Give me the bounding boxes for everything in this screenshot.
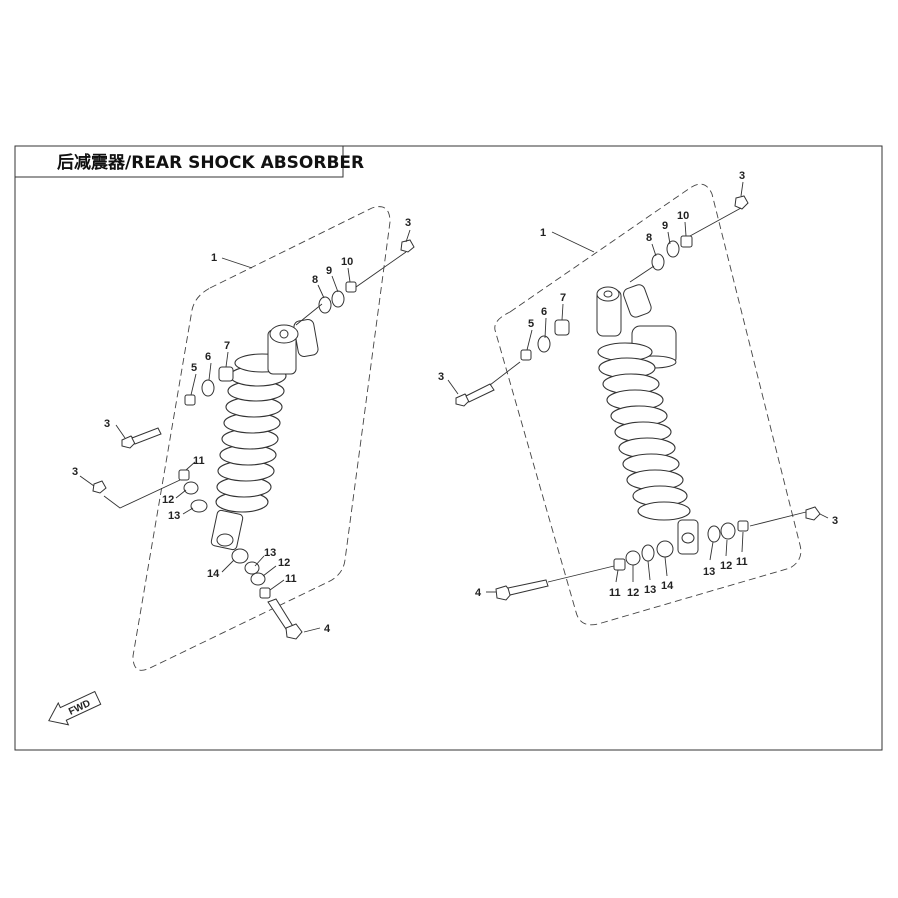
left-label-13-a: 13 <box>168 510 180 522</box>
right-part-12-b <box>625 550 641 566</box>
right-part-3-top <box>734 195 749 210</box>
right-part-6 <box>537 335 551 353</box>
diagram-frame <box>14 145 883 751</box>
left-label-1: 1 <box>211 252 217 264</box>
right-part-14 <box>656 540 674 558</box>
left-part-10 <box>345 281 357 293</box>
right-assembly <box>447 181 829 626</box>
title-box <box>15 145 344 178</box>
left-label-9: 9 <box>326 265 332 277</box>
fwd-arrow-icon <box>48 690 102 726</box>
right-lower-bolt <box>495 579 549 601</box>
left-label-13-b: 13 <box>264 547 276 559</box>
left-label-5: 5 <box>191 362 197 374</box>
left-label-3-top: 3 <box>405 217 411 229</box>
left-part-12-b <box>250 572 266 586</box>
left-part-11-b <box>259 587 271 599</box>
right-part-3-side <box>805 506 821 521</box>
right-label-7: 7 <box>560 292 566 304</box>
left-label-10: 10 <box>341 256 353 268</box>
left-label-4: 4 <box>324 623 331 635</box>
right-part-10 <box>680 235 693 248</box>
left-part-3-side <box>92 480 107 494</box>
right-part-9 <box>666 240 680 258</box>
right-shock-absorber <box>596 284 699 555</box>
left-label-6: 6 <box>205 351 211 363</box>
fwd-label: FWD <box>67 698 92 718</box>
diagram-title: 后减震器/REAR SHOCK ABSORBER <box>57 152 364 173</box>
left-label-12-b: 12 <box>278 557 290 569</box>
right-part-11-b <box>613 558 626 571</box>
fwd-arrow: FWD <box>48 690 102 726</box>
right-label-6: 6 <box>541 306 547 318</box>
right-label-12-a: 12 <box>720 560 732 572</box>
left-lower-bolt <box>267 598 303 640</box>
left-part-12-a <box>183 481 199 495</box>
left-boundary <box>132 206 391 671</box>
right-label-13-a: 13 <box>703 566 715 578</box>
left-coil-spring <box>215 353 290 513</box>
left-part-6 <box>201 379 215 397</box>
left-label-3-side: 3 <box>72 466 78 478</box>
left-label-12-a: 12 <box>162 494 174 506</box>
right-label-3-bolt: 3 <box>438 371 444 383</box>
left-part-3-top <box>400 239 415 253</box>
left-part-5 <box>184 394 196 406</box>
right-label-3-side: 3 <box>832 515 838 527</box>
left-label-14: 14 <box>207 568 220 580</box>
left-shock-absorber <box>210 318 319 551</box>
right-label-13-b: 13 <box>644 584 656 596</box>
left-part-11-a <box>178 469 190 481</box>
left-label-3-bolt: 3 <box>104 418 110 430</box>
left-upper-bolt <box>121 427 162 449</box>
right-label-9: 9 <box>662 220 668 232</box>
left-label-7: 7 <box>224 340 230 352</box>
left-label-11-b: 11 <box>285 573 297 585</box>
right-label-3-top: 3 <box>739 170 745 182</box>
right-label-5: 5 <box>528 318 534 330</box>
left-part-13-a <box>190 499 208 513</box>
left-labels: 1 3 8 9 10 7 6 5 3 11 3 12 13 14 13 12 1… <box>72 217 411 635</box>
right-part-13-a <box>707 525 721 543</box>
right-label-14: 14 <box>661 580 674 592</box>
right-part-11-a <box>737 520 749 532</box>
left-part-14 <box>231 548 249 564</box>
left-part-8 <box>318 296 332 314</box>
right-label-8: 8 <box>646 232 652 244</box>
right-label-12-b: 12 <box>627 587 639 599</box>
right-part-8 <box>651 253 665 271</box>
left-part-7 <box>218 366 234 382</box>
right-label-11-b: 11 <box>609 587 621 599</box>
right-label-11-a: 11 <box>736 556 748 568</box>
right-part-5 <box>520 349 532 361</box>
right-labels: 3 10 9 8 1 7 6 5 3 3 13 12 11 11 12 13 1… <box>438 170 838 599</box>
right-label-10: 10 <box>677 210 689 222</box>
right-coil-spring <box>597 342 691 521</box>
right-label-1: 1 <box>540 227 546 239</box>
right-boundary <box>494 183 802 626</box>
left-label-11-a: 11 <box>193 455 205 467</box>
left-part-9 <box>331 290 345 308</box>
right-upper-bolt <box>455 383 495 407</box>
right-part-13-b <box>641 544 655 562</box>
left-assembly <box>79 206 415 671</box>
right-part-7 <box>554 319 570 336</box>
right-label-4: 4 <box>475 587 482 599</box>
right-part-12-a <box>720 522 736 540</box>
left-label-8: 8 <box>312 274 318 286</box>
